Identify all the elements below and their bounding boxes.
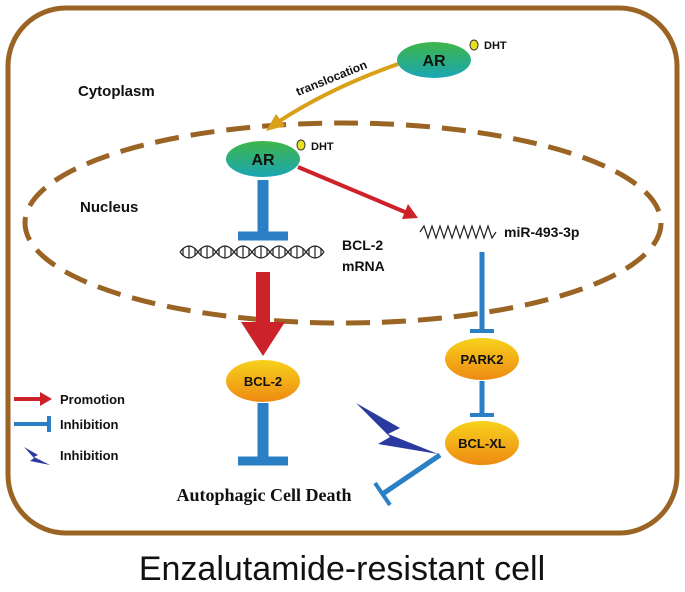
legend: Promotion Inhibition Inhibition bbox=[14, 392, 125, 465]
lightning-bolt-icon bbox=[24, 447, 50, 465]
park2-label: PARK2 bbox=[460, 352, 503, 367]
figure-caption: Enzalutamide-resistant cell bbox=[139, 550, 545, 588]
mir-label: miR-493-3p bbox=[504, 224, 579, 240]
dht-nucleus-label: DHT bbox=[311, 141, 334, 153]
dna-helix-icon bbox=[179, 245, 325, 259]
ar-nucleus-label: AR bbox=[251, 152, 275, 169]
bcl2-mrna-label-line1: BCL-2 bbox=[342, 237, 383, 253]
lightning-bolt-icon bbox=[356, 403, 438, 454]
dht-cytoplasm-label: DHT bbox=[484, 40, 507, 52]
inhibition-bclxl-to-death bbox=[373, 452, 442, 507]
bclxl-label: BCL-XL bbox=[458, 436, 506, 451]
translocation-arrowhead bbox=[266, 114, 285, 131]
nuclear-envelope bbox=[22, 120, 664, 326]
cell-membrane bbox=[5, 5, 680, 536]
inhibition-ar-to-bcl2-mrna bbox=[238, 180, 288, 241]
ar-cytoplasm-label: AR bbox=[422, 53, 446, 70]
legend-inhibition-bar: Inhibition bbox=[14, 416, 119, 432]
promotion-mrna-to-bcl2 bbox=[241, 272, 285, 356]
park2-node: PARK2 bbox=[445, 338, 519, 380]
promotion-ar-to-mir bbox=[297, 165, 418, 219]
bcl2-protein-node: BCL-2 bbox=[226, 360, 300, 402]
cytoplasm-label: Cytoplasm bbox=[78, 83, 155, 100]
inhibition-mir-to-park2 bbox=[470, 252, 494, 333]
autophagic-cell-death-label: Autophagic Cell Death bbox=[177, 485, 352, 505]
bclxl-node: BCL-XL bbox=[445, 421, 519, 465]
translocation-arrow bbox=[276, 62, 399, 124]
rna-strand-icon bbox=[419, 224, 497, 240]
legend-inhibition-bolt-label: Inhibition bbox=[60, 448, 119, 463]
dht-ligand-icon bbox=[296, 139, 306, 151]
ar-nucleus-node: AR DHT bbox=[226, 139, 334, 177]
ar-cytoplasm-node: AR DHT bbox=[397, 39, 507, 78]
inhibition-park2-to-bclxl bbox=[470, 381, 494, 417]
legend-promotion-label: Promotion bbox=[60, 392, 125, 407]
bcl2-mrna-label-line2: mRNA bbox=[342, 258, 385, 274]
inhibition-bcl2-to-death bbox=[238, 403, 288, 466]
legend-promotion: Promotion bbox=[14, 392, 125, 407]
legend-inhibition-bolt: Inhibition bbox=[24, 447, 119, 465]
dht-ligand-icon bbox=[469, 39, 479, 51]
bcl2-protein-label: BCL-2 bbox=[244, 374, 282, 389]
nucleus-label: Nucleus bbox=[80, 199, 138, 216]
legend-inhibition-bar-label: Inhibition bbox=[60, 417, 119, 432]
